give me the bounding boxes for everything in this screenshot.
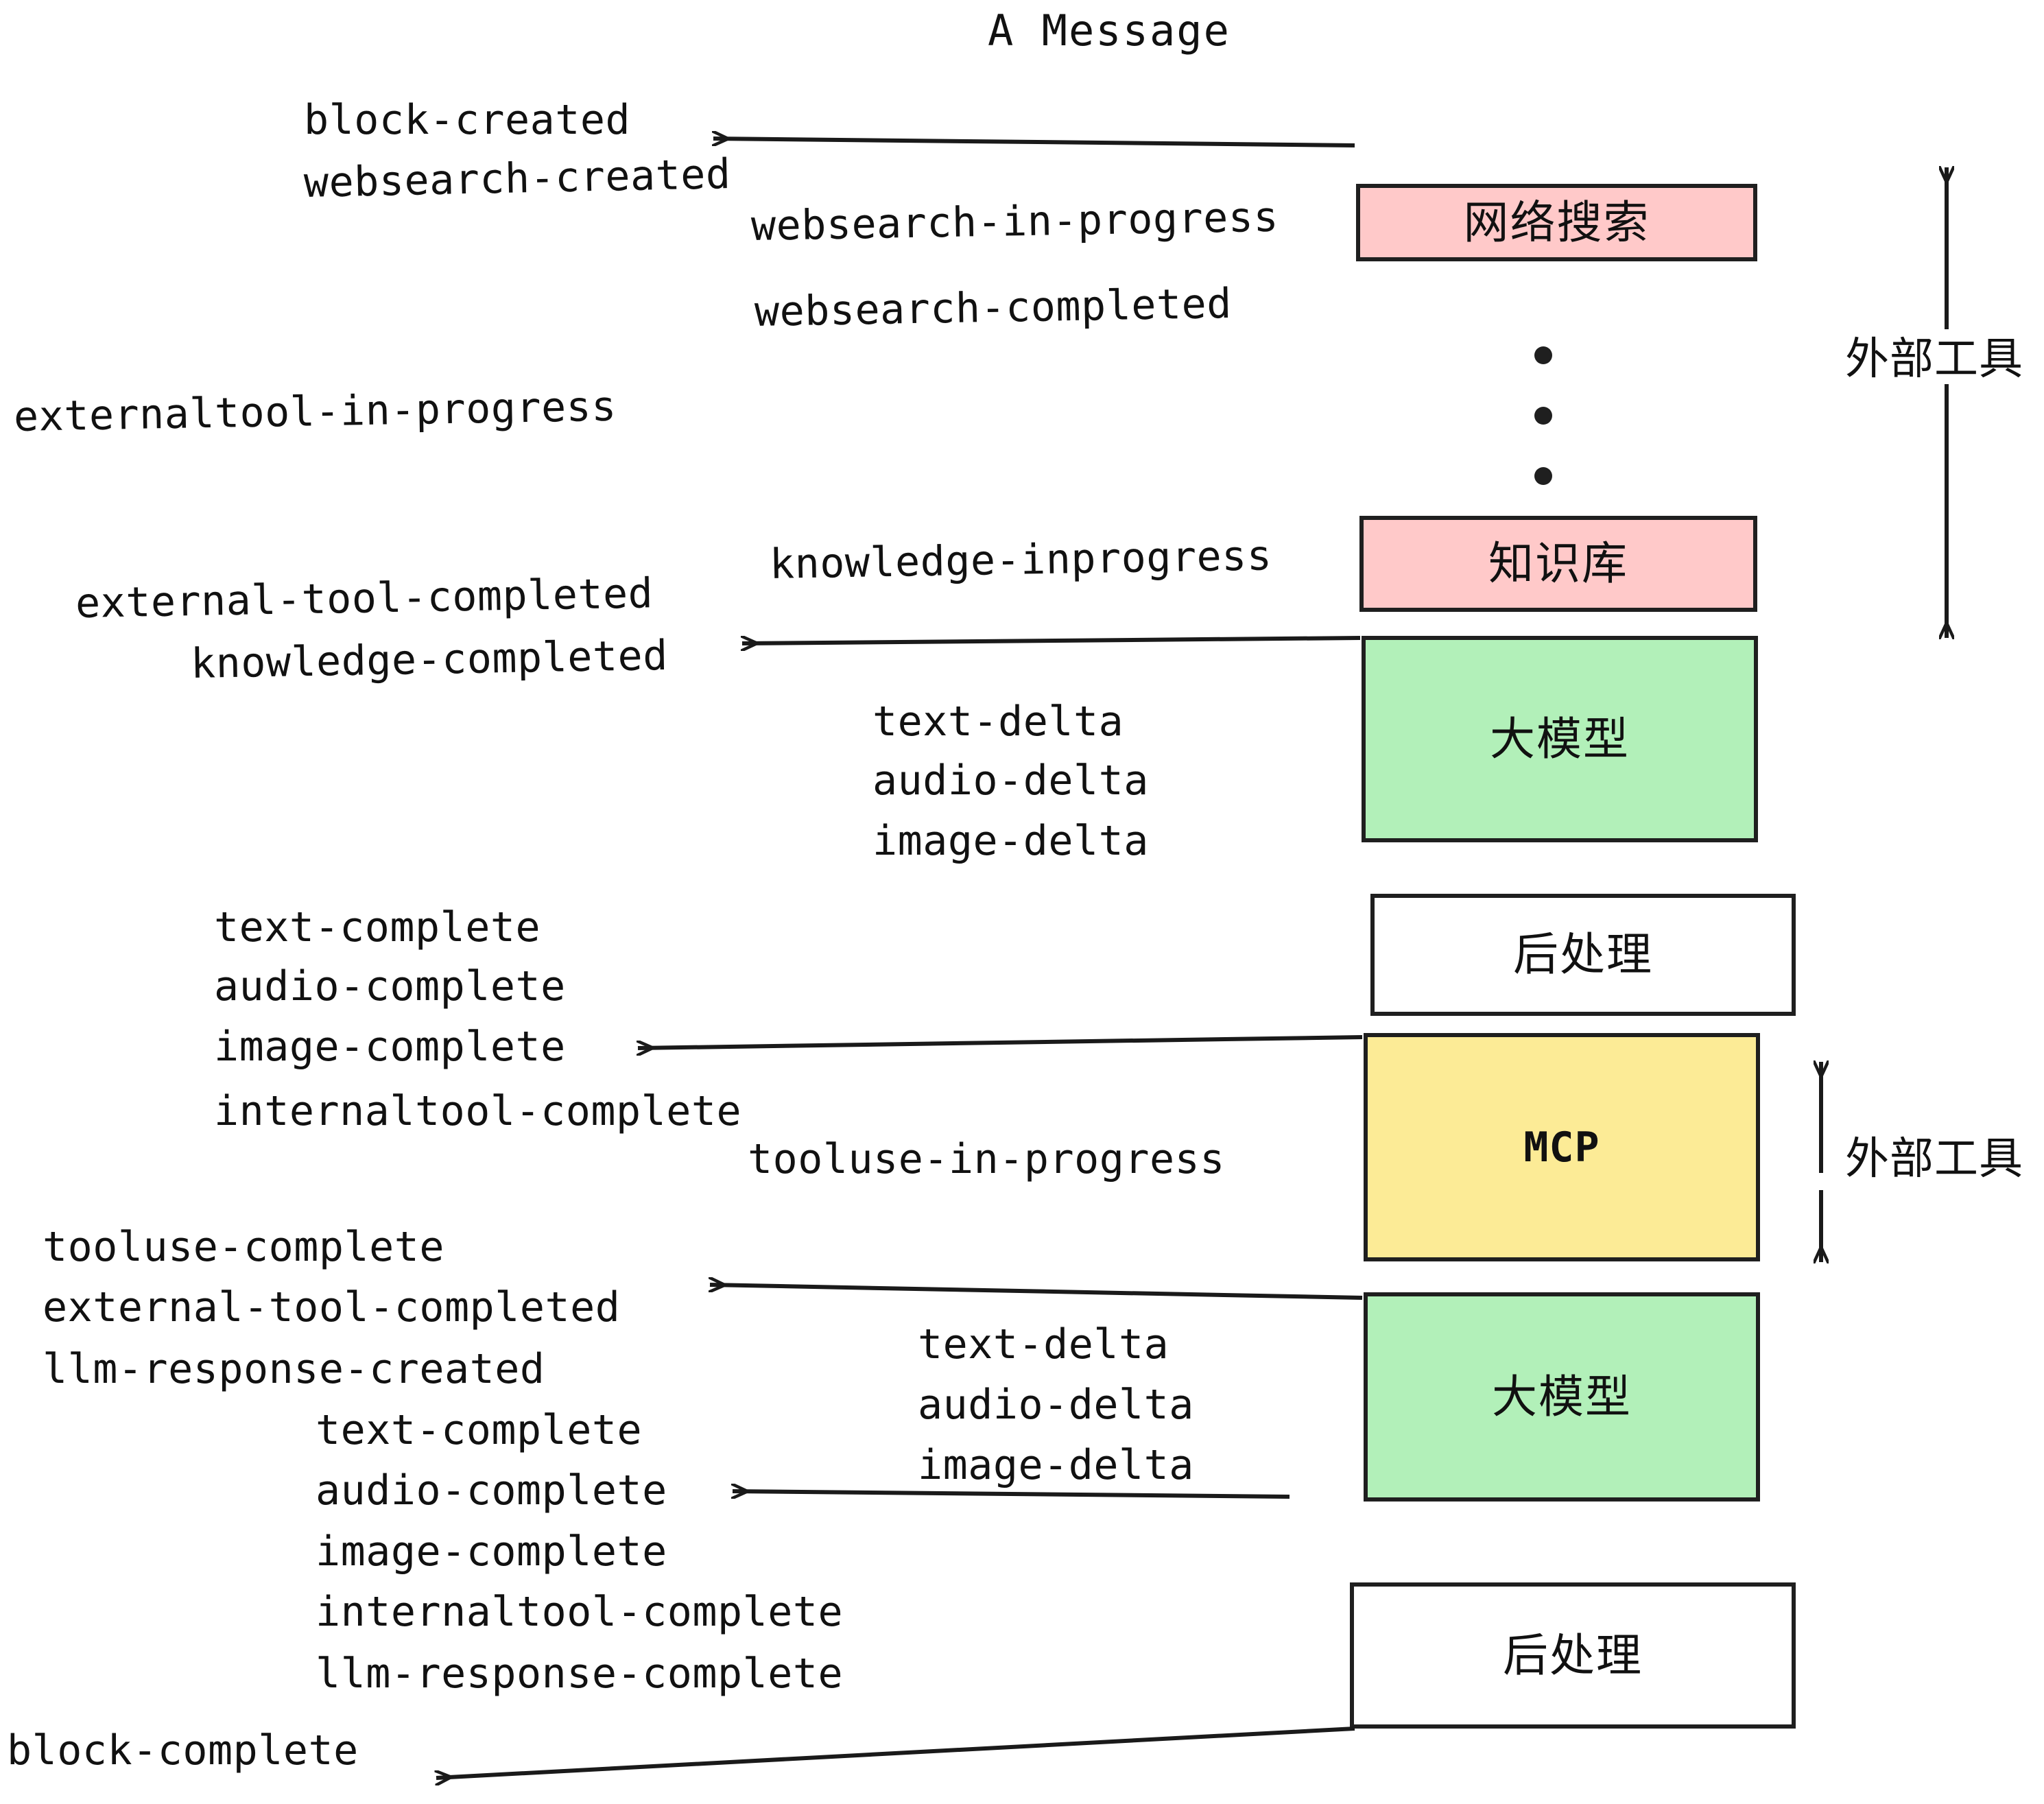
event-label-text-complete-2: text-complete: [316, 1406, 643, 1454]
node-mcp-label: MCP: [1523, 1123, 1600, 1172]
event-label-block-complete: block-complete: [7, 1726, 359, 1775]
node-llm-1: 大模型: [1362, 636, 1758, 842]
node-llm-2-label: 大模型: [1492, 1370, 1632, 1423]
event-label-image-delta-1: image-delta: [872, 817, 1149, 865]
event-label-websearch-created: websearch-created: [303, 150, 732, 207]
arrow-llm1-to-knowledge-completed: [742, 638, 1361, 643]
event-label-audio-complete-2: audio-complete: [316, 1467, 667, 1515]
event-label-audio-complete-1: audio-complete: [214, 962, 566, 1010]
event-label-external-tool-completed-2: external-tool-completed: [43, 1283, 621, 1331]
event-label-tooluse-complete: tooluse-complete: [43, 1223, 444, 1271]
node-knowledge-label: 知识库: [1488, 537, 1628, 590]
event-label-internaltool-complete-2: internaltool-complete: [316, 1588, 844, 1636]
node-postprocess-1: 后处理: [1370, 894, 1796, 1016]
event-label-text-delta-2: text-delta: [918, 1320, 1169, 1368]
event-label-tooluse-in-progress: tooluse-in-progress: [748, 1135, 1225, 1183]
node-postprocess-1-label: 后处理: [1513, 928, 1653, 981]
arrow-llm2-to-audio-complete: [733, 1491, 1290, 1497]
arrow-llm2-to-tooluse-complete: [710, 1285, 1363, 1300]
event-label-llm-response-created: llm-response-created: [43, 1345, 545, 1393]
event-label-knowledge-inprogress: knowledge-inprogress: [769, 532, 1272, 589]
node-llm-2: 大模型: [1364, 1292, 1760, 1502]
event-label-image-complete-2: image-complete: [316, 1528, 667, 1576]
arrow-websearch-to-block-created: [713, 139, 1355, 147]
arrow-mcp-to-image-complete: [638, 1035, 1363, 1048]
event-label-externaltool-in-progress: externaltool-in-progress: [13, 382, 617, 441]
node-websearch-label: 网络搜索: [1463, 195, 1650, 249]
event-label-websearch-in-progress: websearch-in-progress: [750, 193, 1279, 250]
event-label-audio-delta-1: audio-delta: [872, 757, 1149, 805]
event-label-image-complete-1: image-complete: [214, 1023, 566, 1071]
node-postprocess-2: 后处理: [1350, 1582, 1796, 1729]
event-label-audio-delta-2: audio-delta: [918, 1381, 1194, 1429]
page-title: A Message: [988, 5, 1231, 56]
vertical-ellipsis-icon: [1534, 346, 1552, 527]
event-label-internaltool-complete-1: internaltool-complete: [214, 1087, 742, 1135]
node-mcp: MCP: [1364, 1033, 1760, 1261]
node-postprocess-2-label: 后处理: [1503, 1628, 1643, 1682]
arrow-postprocess2-to-block-complete: [436, 1726, 1355, 1778]
event-label-websearch-completed: websearch-completed: [754, 279, 1233, 336]
event-label-block-created: block-created: [304, 96, 631, 144]
group-label-external-tools-top: 外部工具: [1845, 334, 2023, 385]
node-websearch: 网络搜索: [1356, 184, 1757, 261]
event-label-knowledge-completed: knowledge-completed: [190, 631, 669, 688]
event-label-text-complete-1: text-complete: [214, 903, 541, 951]
node-llm-1-label: 大模型: [1490, 712, 1630, 765]
event-label-text-delta-1: text-delta: [872, 698, 1124, 746]
event-label-external-tool-completed-1: external-tool-completed: [75, 569, 654, 628]
event-label-llm-response-complete: llm-response-complete: [316, 1650, 844, 1698]
node-knowledge: 知识库: [1359, 516, 1757, 612]
group-label-external-tools-bottom: 外部工具: [1845, 1134, 2023, 1185]
event-label-image-delta-2: image-delta: [918, 1441, 1194, 1489]
